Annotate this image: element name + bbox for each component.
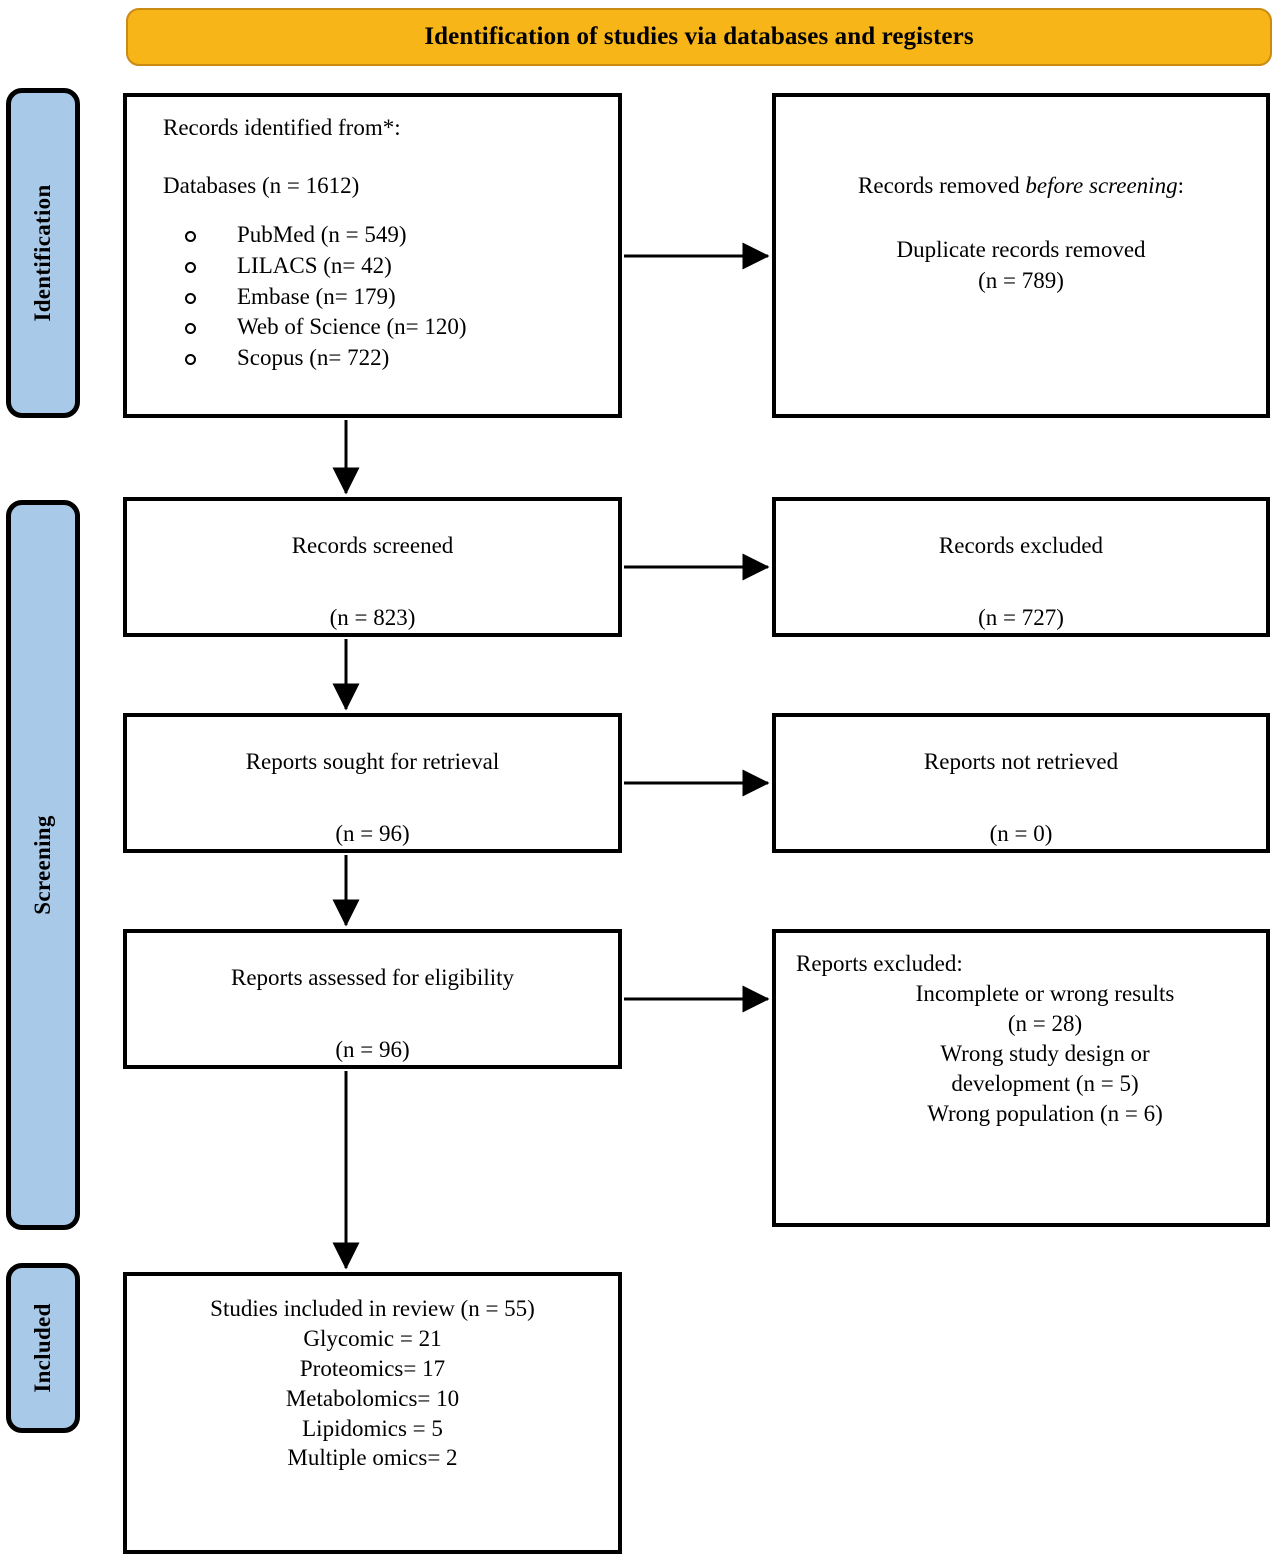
records-excluded-count: (n = 727) (978, 605, 1064, 631)
circle-bullet-icon (185, 354, 196, 366)
reason-item: development (n = 5) (951, 1071, 1139, 1097)
box-studies-included: Studies included in review (n = 55) Glyc… (123, 1272, 622, 1554)
box-reports-sought: Reports sought for retrieval (n = 96) (123, 713, 622, 853)
diagram-header-banner: Identification of studies via databases … (126, 8, 1272, 66)
duplicate-records-count: (n = 789) (978, 267, 1064, 293)
stage-sidebar-included: Included (6, 1263, 80, 1433)
records-excluded-label: Records excluded (938, 533, 1104, 558)
database-entry: LILACS (n= 42) (237, 252, 392, 278)
list-item: Embase (n= 179) (185, 282, 600, 312)
reason-item: Wrong population (n = 6) (927, 1100, 1163, 1126)
list-item: Scopus (n= 722) (185, 343, 600, 373)
reports-sought-count: (n = 96) (335, 821, 410, 847)
box-reports-assessed: Reports assessed for eligibility (n = 96… (123, 929, 622, 1069)
included-summary-list: Studies included in review (n = 55) Glyc… (145, 1294, 600, 1473)
included-total: Studies included in review (n = 55) (210, 1296, 535, 1321)
reports-excluded-heading: Reports excluded: (796, 951, 963, 976)
database-entry: Scopus (n= 722) (237, 345, 390, 371)
included-item: Metabolomics= 10 (285, 1385, 460, 1411)
list-item: PubMed (n = 549) (185, 220, 600, 250)
included-item: Lipidomics = 5 (302, 1415, 443, 1441)
list-item: LILACS (n= 42) (185, 251, 600, 281)
reason-item: (n = 28) (1007, 1011, 1083, 1037)
databases-total: Databases (n = 1612) (163, 173, 360, 199)
circle-bullet-icon (185, 323, 196, 335)
duplicate-records-label: Duplicate records removed (896, 237, 1146, 263)
database-entry: Web of Science (n= 120) (237, 314, 467, 340)
database-entry: PubMed (n = 549) (237, 221, 407, 247)
box-records-screened: Records screened (n = 823) (123, 497, 622, 637)
stage-sidebar-screening: Screening (6, 500, 80, 1230)
records-screened-label: Records screened (291, 533, 454, 558)
stage-label-identification: Identification (30, 184, 55, 322)
reports-notretrieved-count: (n = 0) (989, 821, 1053, 847)
records-screened-count: (n = 823) (329, 605, 416, 631)
records-removed-suffix: : (1177, 173, 1184, 198)
stage-sidebar-identification: Identification (6, 88, 80, 418)
circle-bullet-icon (185, 230, 196, 242)
database-entry: Embase (n= 179) (237, 283, 396, 309)
records-removed-heading: Records removed before screening: (794, 171, 1248, 201)
box-records-removed: Records removed before screening: Duplic… (772, 93, 1270, 418)
database-list: PubMed (n = 549) LILACS (n= 42) Embase (… (145, 220, 600, 373)
included-item: Proteomics= 17 (299, 1355, 446, 1381)
reports-sought-label: Reports sought for retrieval (245, 749, 500, 774)
reports-assessed-label: Reports assessed for eligibility (231, 965, 514, 990)
reports-excluded-reason-list: Incomplete or wrong results (n = 28) Wro… (794, 979, 1248, 1128)
header-title: Identification of studies via databases … (424, 23, 974, 50)
included-item: Glycomic = 21 (303, 1325, 442, 1351)
reason-item: Wrong study design or (940, 1041, 1150, 1067)
stage-label-included: Included (30, 1303, 55, 1393)
circle-bullet-icon (185, 261, 196, 273)
reports-notretrieved-label: Reports not retrieved (923, 749, 1119, 774)
box-records-identified: Records identified from*: Databases (n =… (123, 93, 622, 418)
included-item: Multiple omics= 2 (287, 1445, 458, 1471)
reports-assessed-count: (n = 96) (335, 1037, 410, 1063)
records-identified-heading: Records identified from*: (163, 115, 401, 140)
stage-label-screening: Screening (30, 815, 55, 915)
box-records-excluded: Records excluded (n = 727) (772, 497, 1270, 637)
records-removed-italic: before screening (1025, 173, 1178, 198)
records-removed-prefix: Records removed (858, 173, 1026, 198)
circle-bullet-icon (185, 292, 196, 304)
reason-item: Incomplete or wrong results (915, 981, 1175, 1007)
box-reports-not-retrieved: Reports not retrieved (n = 0) (772, 713, 1270, 853)
list-item: Web of Science (n= 120) (185, 312, 600, 342)
box-reports-excluded-reasons: Reports excluded: Incomplete or wrong re… (772, 929, 1270, 1227)
